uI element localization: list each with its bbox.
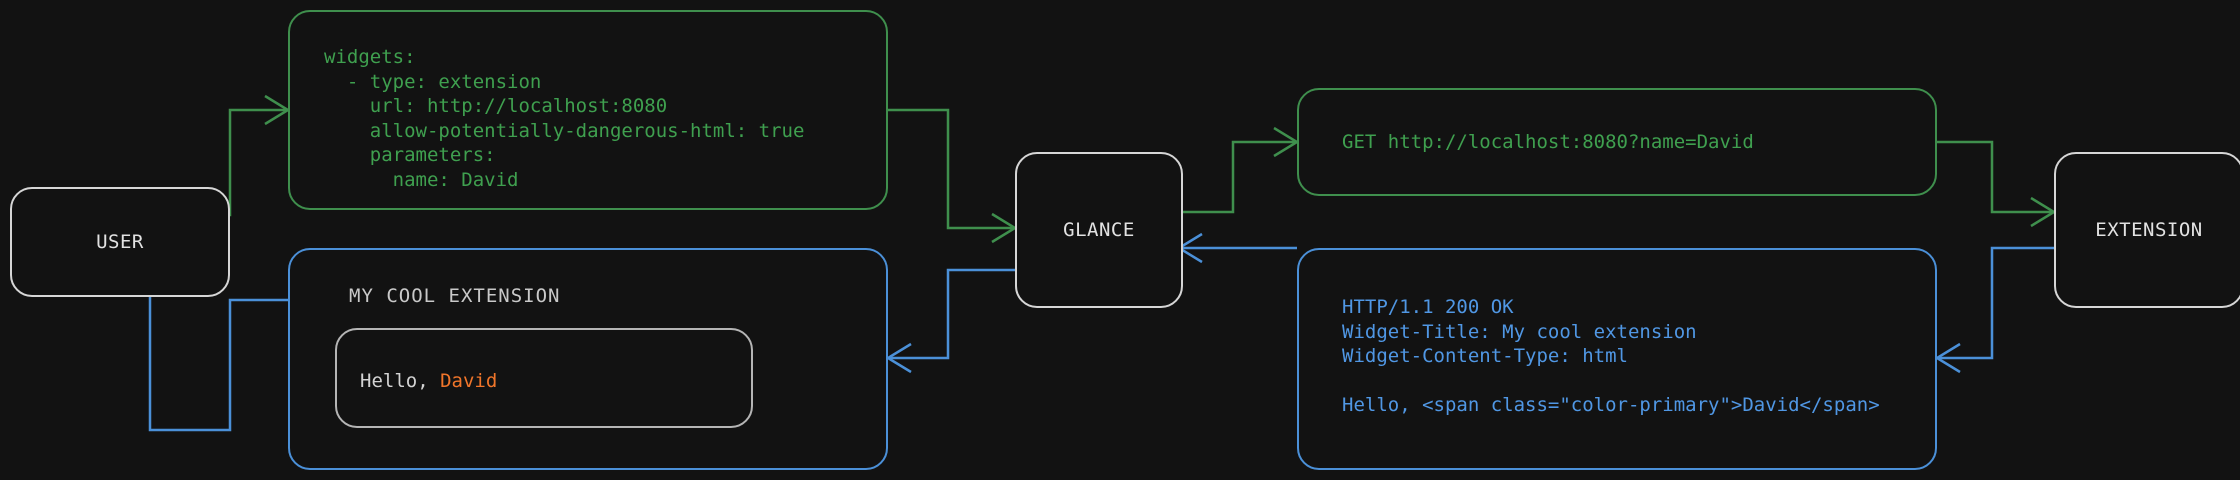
edge-extension-to-response bbox=[1934, 246, 2054, 374]
widget-greeting-prefix: Hello, bbox=[360, 370, 441, 392]
widget-greeting-name: David bbox=[440, 370, 498, 392]
edge-glance-to-widget bbox=[885, 268, 1015, 374]
node-user[interactable]: USER bbox=[10, 187, 230, 297]
node-glance-label: GLANCE bbox=[1063, 219, 1135, 241]
edge-response-to-glance bbox=[1176, 232, 1297, 264]
http-request-text: GET http://localhost:8080?name=David bbox=[1342, 131, 1754, 153]
config-yaml-text: widgets: - type: extension url: http://l… bbox=[324, 46, 805, 191]
widget-content-card: Hello, David bbox=[335, 328, 753, 428]
widget-greeting: Hello, David bbox=[360, 370, 497, 392]
panel-http-request: GET http://localhost:8080?name=David bbox=[1297, 88, 1937, 196]
edge-config-to-glance bbox=[888, 108, 1018, 244]
http-response-text: HTTP/1.1 200 OK Widget-Title: My cool ex… bbox=[1342, 296, 1880, 416]
panel-http-response: HTTP/1.1 200 OK Widget-Title: My cool ex… bbox=[1297, 248, 1937, 470]
node-glance[interactable]: GLANCE bbox=[1015, 152, 1183, 308]
panel-config-yaml: widgets: - type: extension url: http://l… bbox=[288, 10, 888, 210]
panel-rendered-widget: MY COOL EXTENSION Hello, David bbox=[288, 248, 888, 470]
node-extension-label: EXTENSION bbox=[2095, 219, 2203, 241]
widget-title: MY COOL EXTENSION bbox=[349, 285, 561, 307]
node-user-label: USER bbox=[96, 231, 144, 253]
node-extension[interactable]: EXTENSION bbox=[2054, 152, 2240, 308]
edge-user-to-config bbox=[226, 94, 291, 217]
edge-glance-to-request bbox=[1179, 126, 1300, 214]
edge-request-to-extension bbox=[1937, 140, 2057, 228]
